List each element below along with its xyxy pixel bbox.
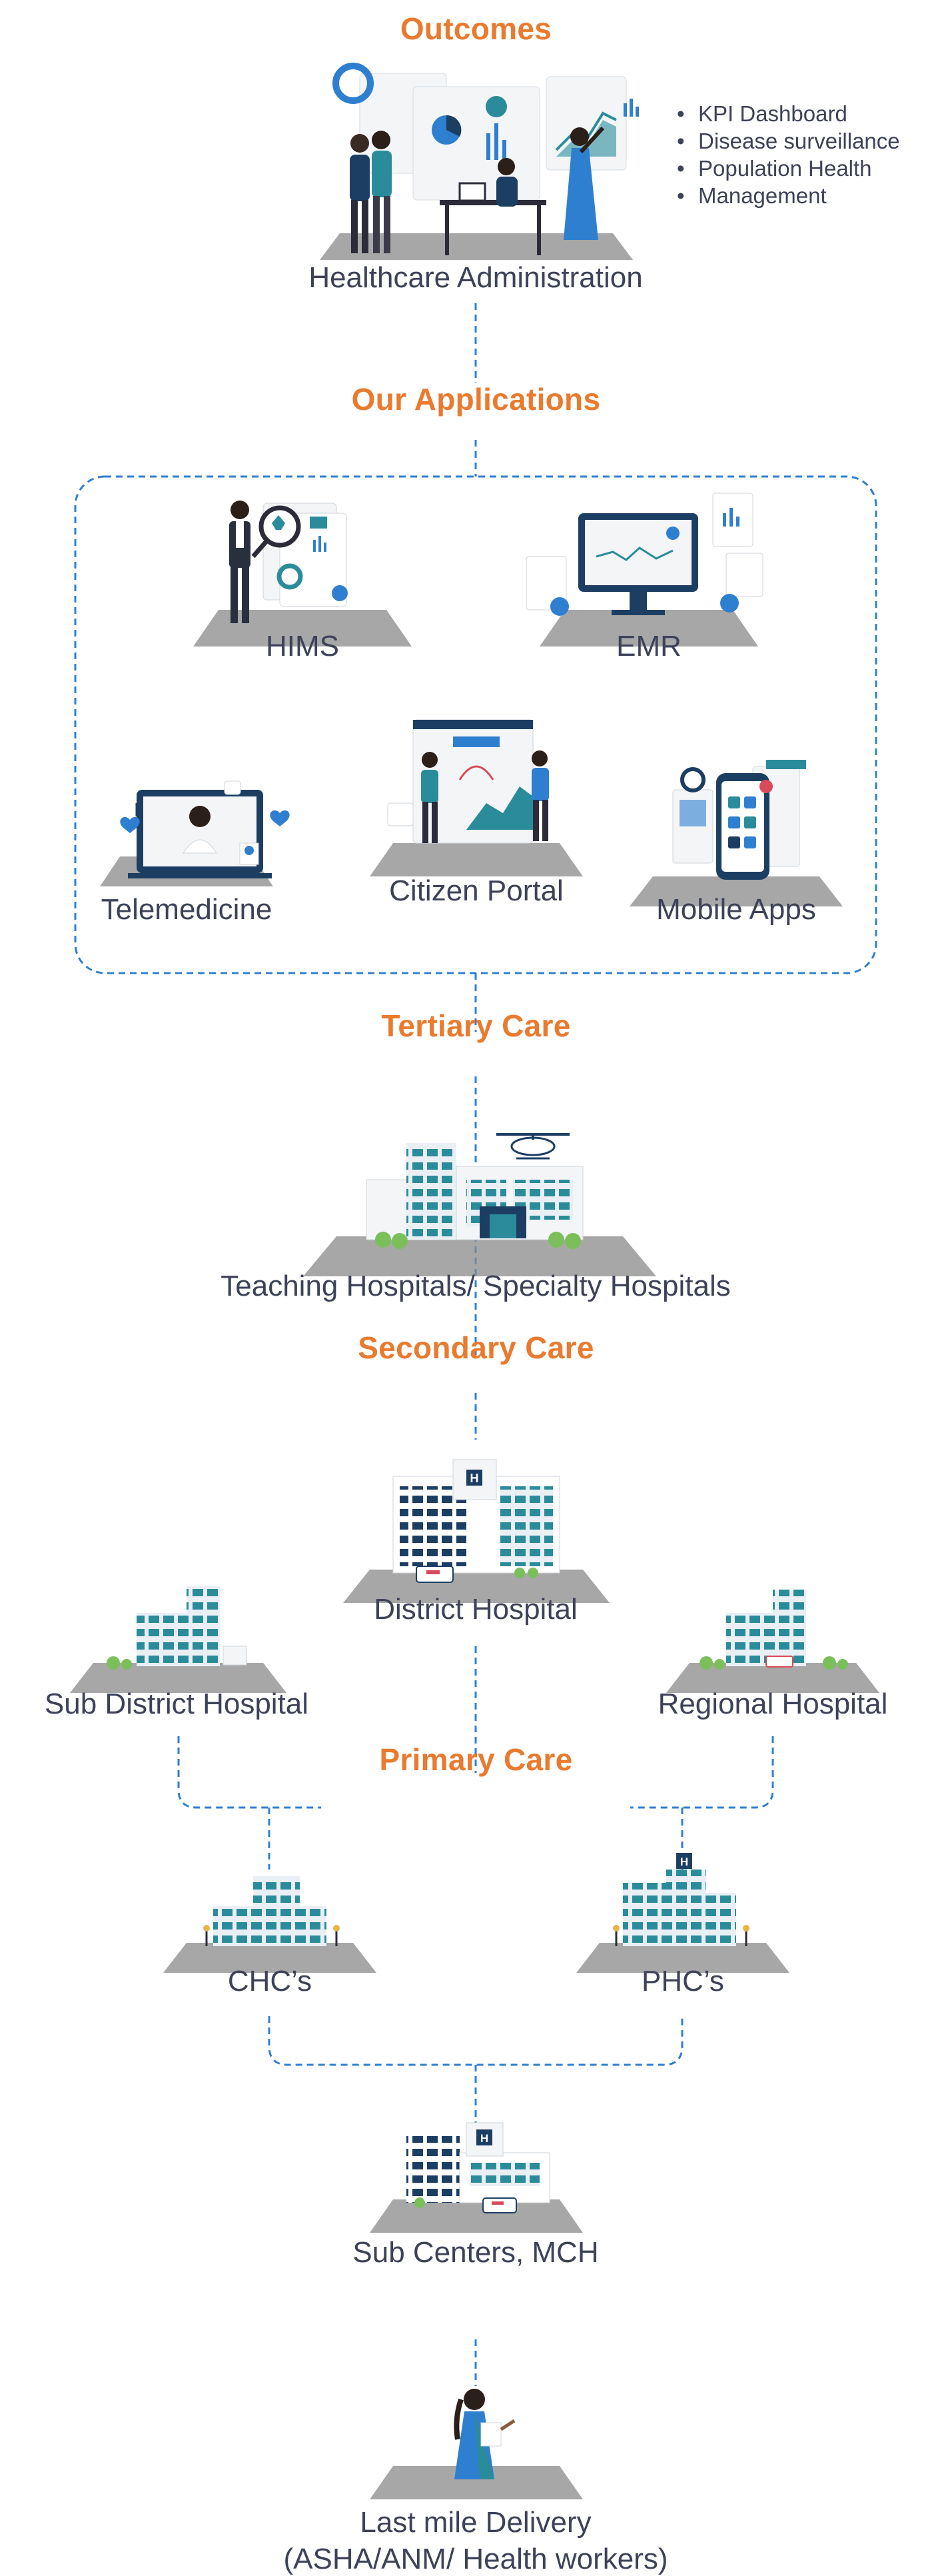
citizen-portal-illustration <box>370 719 583 876</box>
label-mobile-apps: Mobile Apps <box>656 893 816 926</box>
regional-hospital-illustration <box>666 1590 879 1693</box>
label-sub-district-hospital: Sub District Hospital <box>44 1688 309 1720</box>
bullet-population-health: Population Health <box>673 155 900 182</box>
heading-secondary-care: Secondary Care <box>358 1330 594 1365</box>
chc-illustration <box>163 1876 376 1973</box>
heading-tertiary-care: Tertiary Care <box>381 1008 571 1043</box>
svg-text:H: H <box>470 1472 479 1485</box>
label-citizen-portal: Citizen Portal <box>389 874 564 907</box>
svg-text:H: H <box>680 1856 688 1868</box>
sub-centers-illustration: H <box>370 2122 583 2233</box>
bullet-management: Management <box>673 182 900 209</box>
heading-our-applications: Our Applications <box>351 382 601 417</box>
health-worker-illustration <box>370 2389 583 2499</box>
district-hospital-illustration: H <box>343 1459 610 1603</box>
label-district-hospital: District Hospital <box>374 1593 578 1626</box>
phc-illustration: H <box>576 1853 789 1973</box>
bullet-kpi-dashboard: KPI Dashboard <box>673 100 900 127</box>
heading-outcomes: Outcomes <box>400 11 552 46</box>
label-hims: HIMS <box>266 630 339 662</box>
label-last-mile-delivery: Last mile Delivery <box>360 2506 592 2539</box>
outcomes-bullet-list: KPI Dashboard Disease surveillance Popul… <box>673 100 900 209</box>
mobile-apps-illustration <box>630 760 843 906</box>
label-teaching-specialty-hospitals: Teaching Hospitals/ Specialty Hospitals <box>221 1270 731 1302</box>
bullet-disease-surveillance: Disease surveillance <box>673 127 900 155</box>
label-emr: EMR <box>616 630 682 662</box>
label-chcs: CHC’s <box>227 1965 312 1997</box>
hims-illustration <box>193 501 412 646</box>
label-health-workers: (ASHA/ANM/ Health workers) <box>283 2543 668 2575</box>
dashboard-team-illustration <box>320 63 639 260</box>
svg-text:H: H <box>480 2132 488 2145</box>
tertiary-hospital-illustration <box>303 1133 656 1276</box>
label-telemedicine: Telemedicine <box>101 893 272 926</box>
telemedicine-illustration <box>100 780 290 886</box>
sub-district-hospital-illustration <box>70 1586 286 1693</box>
label-sub-centers-mch: Sub Centers, MCH <box>352 2236 599 2269</box>
label-healthcare-administration: Healthcare Administration <box>308 261 643 294</box>
heading-primary-care: Primary Care <box>379 1742 573 1777</box>
emr-illustration <box>526 493 763 646</box>
label-phcs: PHC’s <box>642 1965 724 1997</box>
label-regional-hospital: Regional Hospital <box>658 1688 888 1720</box>
